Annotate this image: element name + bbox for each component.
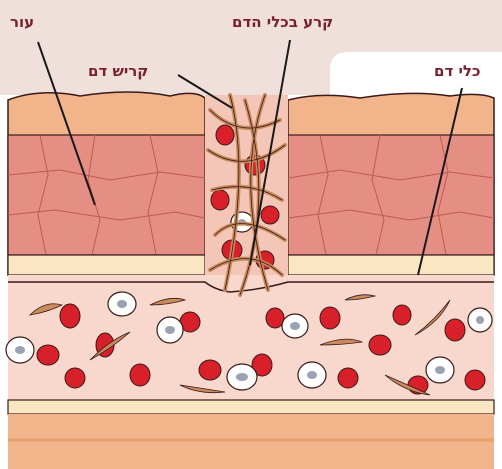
red-blood-cell-icon: [199, 360, 221, 380]
skin-tissue-left: [8, 92, 205, 275]
skin-tissue-right: [288, 93, 494, 275]
red-blood-cell-icon: [320, 307, 340, 329]
red-blood-cell-icon: [211, 190, 229, 210]
red-blood-cell-icon: [216, 125, 234, 145]
red-blood-cell-icon: [338, 368, 358, 388]
red-blood-cell-icon: [393, 305, 411, 325]
label-blood-clot: קריש דם: [88, 62, 148, 80]
red-blood-cell-icon: [65, 368, 85, 388]
red-blood-cell-icon: [266, 308, 284, 328]
red-blood-cell-icon: [465, 370, 485, 390]
red-blood-cell-icon: [60, 304, 80, 328]
label-blood-vessel: כלי דם: [434, 62, 480, 80]
red-blood-cell-icon: [261, 206, 279, 224]
label-vessel-tear: קרע בכלי הדם: [232, 13, 333, 31]
red-blood-cell-icon: [369, 335, 391, 355]
red-blood-cell-icon: [37, 345, 59, 365]
label-skin: עור: [10, 13, 34, 31]
red-blood-cell-icon: [130, 364, 150, 386]
red-blood-cell-icon: [445, 319, 465, 341]
